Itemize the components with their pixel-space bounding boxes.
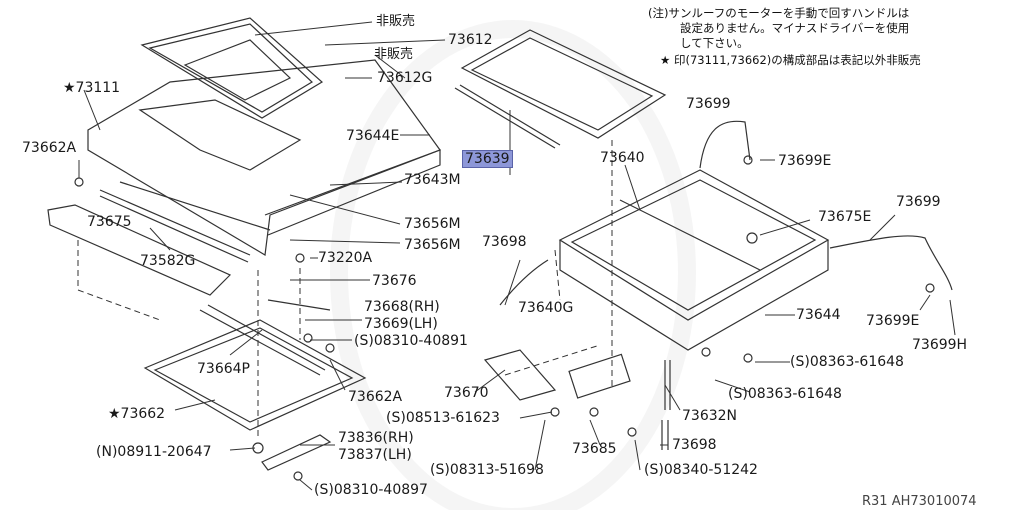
part-number-08313-51698: 08313-51698 bbox=[449, 462, 544, 478]
s-mark: S bbox=[795, 354, 805, 370]
part-73612G[interactable]: 73612G bbox=[377, 70, 433, 86]
part-number-08513-61623: 08513-61623 bbox=[405, 410, 500, 426]
part-73699E-right[interactable]: 73699E bbox=[866, 313, 920, 329]
part-08313-51698[interactable]: (S)08313-51698 bbox=[430, 462, 544, 478]
part-73675E[interactable]: 73675E bbox=[818, 209, 872, 225]
n-mark: N bbox=[101, 444, 112, 460]
part-73656M-1[interactable]: 73656M bbox=[404, 216, 461, 232]
part-73699E-top[interactable]: 73699E bbox=[778, 153, 832, 169]
part-number-08340-51242: 08340-51242 bbox=[663, 462, 758, 478]
part-73699-top[interactable]: 73699 bbox=[686, 96, 731, 112]
part-73685[interactable]: 73685 bbox=[572, 441, 617, 457]
part-number-08363-61648-a: 08363-61648 bbox=[809, 354, 904, 370]
part-73640G[interactable]: 73640G bbox=[518, 300, 574, 316]
part-number-08363-61648-b: 08363-61648 bbox=[747, 386, 842, 402]
part-73670[interactable]: 73670 bbox=[444, 385, 489, 401]
part-73632N[interactable]: 73632N bbox=[682, 408, 738, 424]
diagram-code: R31 AH73010074 bbox=[862, 494, 977, 509]
part-73111[interactable]: ★73111 bbox=[63, 80, 121, 96]
part-73675[interactable]: 73675 bbox=[87, 214, 132, 230]
part-73837-lh[interactable]: 73837(LH) bbox=[338, 447, 412, 463]
part-73220A[interactable]: 73220A bbox=[318, 250, 373, 266]
side-trim bbox=[47, 204, 232, 296]
part-08513-61623[interactable]: (S)08513-61623 bbox=[386, 410, 500, 426]
lower-frame bbox=[143, 319, 367, 431]
part-73640[interactable]: 73640 bbox=[600, 150, 645, 166]
center-glass bbox=[460, 29, 667, 139]
s-mark: S bbox=[435, 462, 445, 478]
s-mark: S bbox=[733, 386, 743, 402]
s-mark: S bbox=[649, 462, 659, 478]
part-73836-rh[interactable]: 73836(RH) bbox=[338, 430, 414, 446]
note-line-2: 設定ありません。マイナスドライバーを使用 bbox=[680, 21, 910, 35]
part-73644E[interactable]: 73644E bbox=[346, 128, 400, 144]
label-hihanbai-2: 非販売 bbox=[374, 47, 414, 62]
part-73643M[interactable]: 73643M bbox=[404, 172, 461, 188]
part-73668-rh[interactable]: 73668(RH) bbox=[364, 299, 440, 315]
label-hihanbai-1: 非販売 bbox=[376, 14, 416, 29]
part-73662[interactable]: ★73662 bbox=[108, 406, 166, 422]
part-73639[interactable]: 73639 bbox=[462, 150, 513, 168]
part-73662A-top[interactable]: 73662A bbox=[22, 140, 77, 156]
part-73582G[interactable]: 73582G bbox=[140, 253, 196, 269]
part-73662A-bottom[interactable]: 73662A bbox=[348, 389, 403, 405]
part-08310-40891[interactable]: (S)08310-40891 bbox=[354, 333, 468, 349]
note-line-4: ★ 印(73111,73662)の構成部品は表記以外非販売 bbox=[660, 53, 921, 67]
part-73699H[interactable]: 73699H bbox=[912, 337, 968, 353]
part-73669-lh[interactable]: 73669(LH) bbox=[364, 316, 438, 332]
part-number-08310-40891: 08310-40891 bbox=[373, 333, 468, 349]
part-73656M-2[interactable]: 73656M bbox=[404, 237, 461, 253]
roof-panel bbox=[87, 59, 441, 256]
s-mark: S bbox=[391, 410, 401, 426]
part-73698-top[interactable]: 73698 bbox=[482, 234, 527, 250]
part-08911-20647[interactable]: (N)08911-20647 bbox=[96, 444, 212, 460]
part-08310-40897[interactable]: (S)08310-40897 bbox=[314, 482, 428, 498]
part-08340-51242[interactable]: (S)08340-51242 bbox=[644, 462, 758, 478]
note-line-3: して下さい。 bbox=[680, 36, 749, 50]
part-73664P[interactable]: 73664P bbox=[197, 361, 250, 377]
part-73698-bottom[interactable]: 73698 bbox=[672, 437, 717, 453]
part-73699-right[interactable]: 73699 bbox=[896, 194, 941, 210]
part-73644[interactable]: 73644 bbox=[796, 307, 841, 323]
part-08363-61648-a[interactable]: (S)08363-61648 bbox=[790, 354, 904, 370]
part-number-08911-20647: 08911-20647 bbox=[117, 444, 212, 460]
part-73612[interactable]: 73612 bbox=[448, 32, 493, 48]
part-number-08310-40897: 08310-40897 bbox=[333, 482, 428, 498]
glass-panel bbox=[140, 17, 324, 119]
right-frame bbox=[558, 169, 830, 321]
s-mark: S bbox=[359, 333, 369, 349]
part-73676[interactable]: 73676 bbox=[372, 273, 417, 289]
note-line-1: (注)サンルーフのモーターを手動で回すハンドルは bbox=[648, 6, 910, 20]
part-08363-61648-b[interactable]: (S)08363-61648 bbox=[728, 386, 842, 402]
s-mark: S bbox=[319, 482, 329, 498]
